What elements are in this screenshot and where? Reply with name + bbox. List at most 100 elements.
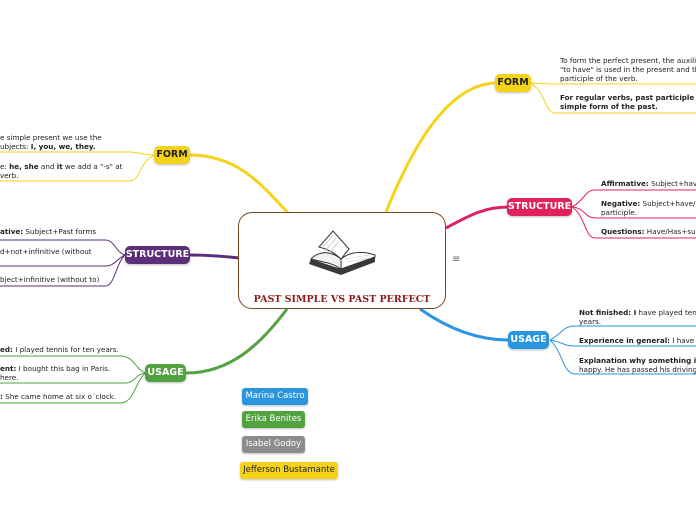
leaf-left-usage-0[interactable]: ed: I played tennis for ten years. (0, 345, 119, 354)
leaf-left-usage-1[interactable]: ent: I bought this bag in Paris.here. (0, 364, 110, 382)
author-tag[interactable]: Marina Castro (242, 388, 308, 405)
central-topic[interactable]: PAST SIMPLE VS PAST PERFECT (238, 212, 446, 309)
link-center-left-form (188, 153, 290, 215)
leaf-text: I played tennis for ten years. (12, 345, 119, 354)
leaf-text-bold: Affirmative: (601, 179, 649, 188)
leaf-line: Explanation why something is (579, 356, 696, 365)
open-book-icon (309, 230, 376, 275)
leaf-text: we add a "-s" at (62, 162, 123, 171)
leaf-text-bold: he, she (9, 162, 39, 171)
topic-right-structure[interactable]: STRUCTURE (507, 198, 572, 216)
leaf-line: simple form of the past. (560, 102, 696, 111)
leaf-text: To form the perfect present, the auxilia (560, 56, 696, 65)
leaf-line: Questions: Have/Has+sub (601, 227, 696, 236)
link-center-right-structure (445, 205, 509, 230)
central-topic-title: PAST SIMPLE VS PAST PERFECT (253, 294, 431, 305)
leaf-text-bold: For regular verbs, past participle is (560, 93, 696, 102)
topic-left-form[interactable]: FORM (154, 146, 190, 164)
leaf-line: Affirmative: Subject+have (601, 179, 696, 188)
leaf-line: e simple present we use the (0, 133, 102, 142)
leaf-line: To form the perfect present, the auxilia (560, 56, 696, 65)
leaf-left-usage-2[interactable]: : She came home at six o´clock. (0, 392, 116, 401)
leaf-text: bject+infinitive (without to) (0, 275, 100, 284)
leaf-text-bold: Negative: (601, 199, 641, 208)
leaf-text: e simple present we use the (0, 133, 102, 142)
leaf-right-form-0[interactable]: To form the perfect present, the auxilia… (560, 56, 696, 83)
leaf-text: I bought this bag in Paris. (16, 364, 111, 373)
leaf-line: Not finished: I have played tenn (579, 308, 696, 317)
leaf-line: bject+infinitive (without to) (0, 275, 99, 284)
leaf-text: verb. (0, 171, 19, 180)
leaf-text: years. (579, 317, 602, 326)
leaf-text: Subject+Past forms (23, 227, 97, 236)
leaf-line: d+not+infinitive (without (0, 247, 92, 256)
leaf-left-structure-1[interactable]: d+not+infinitive (without (0, 247, 92, 256)
leaf-text: e: (0, 162, 10, 171)
leaf-text-bold: Experience in general: (579, 336, 671, 345)
link-center-left-usage (185, 308, 289, 375)
leaf-right-structure-2[interactable]: Questions: Have/Has+sub (601, 227, 696, 236)
leaf-text: I have b (672, 336, 696, 345)
leaf-line: participle. (601, 208, 696, 217)
leaf-text: Have/Has+sub (644, 227, 696, 236)
link-center-right-form (384, 81, 496, 213)
topic-right-form[interactable]: FORM (495, 74, 531, 92)
leaf-text-bold: Not finished: I (579, 308, 637, 317)
leaf-text-bold: : (0, 392, 3, 401)
leaf-text: have played tenn (636, 308, 696, 317)
leaf-line: participle of the verb. (560, 74, 696, 83)
leaf-line: Negative: Subject+have/h (601, 199, 696, 208)
leaf-line: verb. (0, 171, 122, 180)
leaf-line: happy. He has passed his driving (579, 365, 696, 374)
leaf-line: ative: Subject+Past forms (0, 227, 96, 236)
leaf-text: happy. He has passed his driving (579, 365, 696, 374)
leaf-line: ubjects: I, you, we, they. (0, 142, 102, 151)
leaf-text: participle of the verb. (560, 74, 638, 83)
leaf-line: "to have" is used in the present and th (560, 65, 696, 74)
menu-icon[interactable]: ≡ (452, 254, 461, 265)
topic-left-structure[interactable]: STRUCTURE (125, 246, 190, 264)
leaf-text-bold: Questions: (601, 227, 645, 236)
leaf-text-bold: ed: (0, 345, 13, 354)
leaf-text-bold: simple form of the past. (560, 102, 658, 111)
leaf-text-bold: it (56, 162, 63, 171)
author-tag[interactable]: Jefferson Bustamante (240, 462, 338, 479)
leaf-text-bold: ative: (0, 227, 24, 236)
leaf-text: here. (0, 373, 19, 382)
leaf-text: d+not+infinitive (without (0, 247, 92, 256)
author-tag[interactable]: Isabel Godoy (242, 436, 305, 453)
leaf-line: e: he, she and it we add a "-s" at (0, 162, 122, 171)
leaf-text: and (38, 162, 57, 171)
leaf-text: "to have" is used in the present and th (560, 65, 696, 74)
leaf-left-structure-2[interactable]: bject+infinitive (without to) (0, 275, 99, 284)
leaf-line: Experience in general: I have b (579, 336, 696, 345)
leaf-text: Subject+have (651, 179, 696, 188)
leaf-line: years. (579, 317, 696, 326)
link-center-right-usage (419, 307, 509, 342)
leaf-line: here. (0, 373, 110, 382)
leaf-line: For regular verbs, past participle is (560, 93, 696, 102)
leaf-text-bold: I, you, we, they. (30, 142, 96, 151)
leaf-right-structure-0[interactable]: Affirmative: Subject+have (601, 179, 696, 188)
leaf-right-usage-1[interactable]: Experience in general: I have b (579, 336, 696, 345)
leaf-text-bold: ent: (0, 364, 17, 373)
leaf-line: : She came home at six o´clock. (0, 392, 116, 401)
link-center-left-structure (189, 253, 240, 260)
topic-right-usage[interactable]: USAGE (508, 331, 549, 349)
topic-left-usage[interactable]: USAGE (145, 364, 186, 382)
leaf-text: She came home at six o´clock. (2, 392, 117, 401)
leaf-line: ed: I played tennis for ten years. (0, 345, 119, 354)
leaf-line: ent: I bought this bag in Paris. (0, 364, 110, 373)
leaf-left-structure-0[interactable]: ative: Subject+Past forms (0, 227, 96, 236)
leaf-text-bold: Explanation why something is (579, 356, 696, 365)
author-tag[interactable]: Erika Benites (242, 411, 305, 428)
leaf-text: ubjects: (0, 142, 31, 151)
